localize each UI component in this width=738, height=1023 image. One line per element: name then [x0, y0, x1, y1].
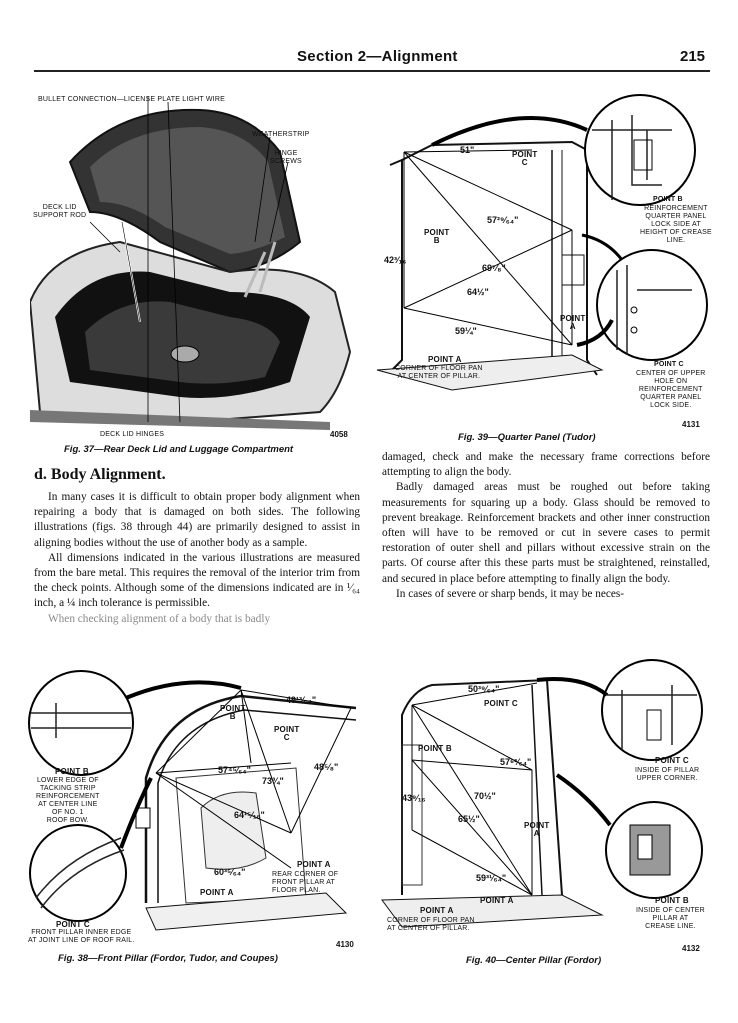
fig39-point-a-right: POINT A: [560, 314, 586, 331]
page-number: 215: [680, 48, 706, 65]
fig37-illustration: [30, 92, 360, 437]
fig38-dim-64: 64¹⁵⁄₁₆": [234, 810, 265, 820]
fig39-dim-69: 69⁷⁄₈": [482, 263, 506, 273]
fig40-dim-43: 43⁹⁄₁₆: [402, 793, 426, 803]
left-paragraph-3: When checking alignment of a body that i…: [48, 612, 271, 625]
fig39-dim-64: 64½": [467, 287, 489, 297]
fig39-dim-51: 51": [460, 145, 475, 155]
fig38-point-a-desc: REAR CORNER OF FRONT PILLAR AT FLOOR PLA…: [272, 871, 339, 894]
fig38-point-a-lower: POINT A: [200, 888, 234, 897]
fig39-point-c-title: POINT C: [654, 361, 684, 368]
fig37-label-hinge-screws: HINGE SCREWS: [270, 150, 302, 165]
fig40-point-a-desc: CORNER OF FLOOR PAN AT CENTER OF PILLAR.: [387, 917, 475, 932]
fig40-point-a-bottom-right: POINT A: [480, 896, 514, 905]
section-title: Section 2—Alignment: [297, 48, 458, 65]
fig38-caption: Fig. 38—Front Pillar (Fordor, Tudor, and…: [58, 953, 278, 964]
fig39-point-b-title: POINT B: [653, 196, 683, 203]
fig40-point-b-left: POINT B: [418, 744, 452, 753]
fig39-dim-42: 42³⁄₁₆: [384, 255, 407, 265]
left-paragraph-1: In many cases it is difficult to obtain …: [34, 491, 360, 549]
left-paragraph-2: All dimensions indicated in the various …: [34, 551, 360, 610]
fig40-dim-70: 70½": [474, 791, 496, 801]
fig38-point-a-right: POINT A: [297, 860, 331, 869]
fig38-point-c-title: POINT C: [56, 920, 90, 929]
fig37-label-deck-lid-hinges: DECK LID HINGES: [100, 431, 165, 438]
header-rule: [34, 70, 710, 72]
fig38-illustration: [26, 668, 366, 943]
fig40-point-c-desc: INSIDE OF PILLAR UPPER CORNER.: [635, 767, 700, 782]
fig38-point-c-top: POINT C: [274, 725, 300, 742]
fig40-illustration: [372, 655, 712, 945]
fig40-point-a-mid: POINT A: [524, 821, 550, 838]
fig39-dim-57: 57²⁹⁄₆₄": [487, 215, 519, 225]
fig40-point-b-desc: INSIDE OF CENTER PILLAR AT CREASE LINE.: [636, 907, 705, 930]
fig40-point-c-top: POINT C: [484, 699, 518, 708]
fig37-caption: Fig. 37—Rear Deck Lid and Luggage Compar…: [64, 444, 294, 455]
fig37-label-weatherstrip: WEATHERSTRIP: [252, 131, 310, 138]
fig38-point-b-top: POINT B: [220, 704, 246, 721]
fig39-caption: Fig. 39—Quarter Panel (Tudor): [458, 432, 596, 443]
fig38-point-b-desc: LOWER EDGE OF TACKING STRIP REINFORCEMEN…: [36, 777, 100, 824]
left-column-text: In many cases it is difficult to obtain …: [34, 490, 360, 627]
fig39-point-a-bottom: POINT A: [428, 355, 462, 364]
fig37-number: 4058: [330, 430, 348, 439]
right-paragraph-3: In cases of severe or sharp bends, it ma…: [396, 587, 625, 600]
fig39-point-c-top: POINT C: [512, 150, 538, 167]
fig38-dim-48: 48⁵⁄₈": [314, 762, 339, 772]
fig40-caption: Fig. 40—Center Pillar (Fordor): [466, 955, 602, 966]
fig40-point-c-title: POINT C: [655, 756, 689, 765]
fig39-point-c-desc: CENTER OF UPPER HOLE ON REINFORCEMENT QU…: [636, 370, 706, 409]
fig40-dim-50: 50³⁹⁄₆₄": [468, 684, 500, 694]
fig38-dim-60: 60³⁵⁄₆₄": [214, 867, 246, 877]
fig37-label-deck-lid-support: DECK LID SUPPORT ROD: [33, 204, 87, 219]
fig38-point-c-desc: FRONT PILLAR INNER EDGE AT JOINT LINE OF…: [28, 929, 135, 944]
right-paragraph-2: Badly damaged areas must be roughed out …: [382, 481, 710, 585]
fig39-point-b-left: POINT B: [424, 228, 450, 245]
fig39-illustration: [372, 90, 712, 430]
fig38-dim-49: 49¹³⁄₆₄": [286, 695, 317, 705]
fig40-dim-57: 57⁶³⁄₆₄": [500, 757, 532, 767]
right-paragraph-1: damaged, check and make the necessary fr…: [382, 451, 710, 479]
fig40-point-a-left: POINT A: [420, 906, 454, 915]
fig39-number: 4131: [682, 420, 700, 429]
section-heading: d. Body Alignment.: [34, 466, 166, 483]
fig40-dim-59: 59³¹⁄₆₄": [476, 873, 507, 883]
fig38-dim-73: 73¾": [262, 776, 284, 786]
fig39-point-a-desc: CORNER OF FLOOR PAN AT CENTER OF PILLAR.: [395, 365, 483, 380]
fig40-number: 4132: [682, 944, 700, 953]
right-column-text: damaged, check and make the necessary fr…: [382, 450, 710, 602]
fig38-point-b-title: POINT B: [55, 767, 89, 776]
fig38-number: 4130: [336, 940, 354, 949]
fig38-dim-57: 57⁴⁵⁄₆₄": [218, 765, 251, 775]
fig37-label-bullet: BULLET CONNECTION—LICENSE PLATE LIGHT WI…: [38, 96, 225, 103]
fig40-point-b-title: POINT B: [655, 896, 689, 905]
fig40-dim-65: 65½": [458, 814, 480, 824]
fig39-point-b-desc: REINFORCEMENT QUARTER PANEL LOCK SIDE AT…: [640, 205, 712, 244]
fig39-dim-59: 59¼": [455, 326, 477, 336]
